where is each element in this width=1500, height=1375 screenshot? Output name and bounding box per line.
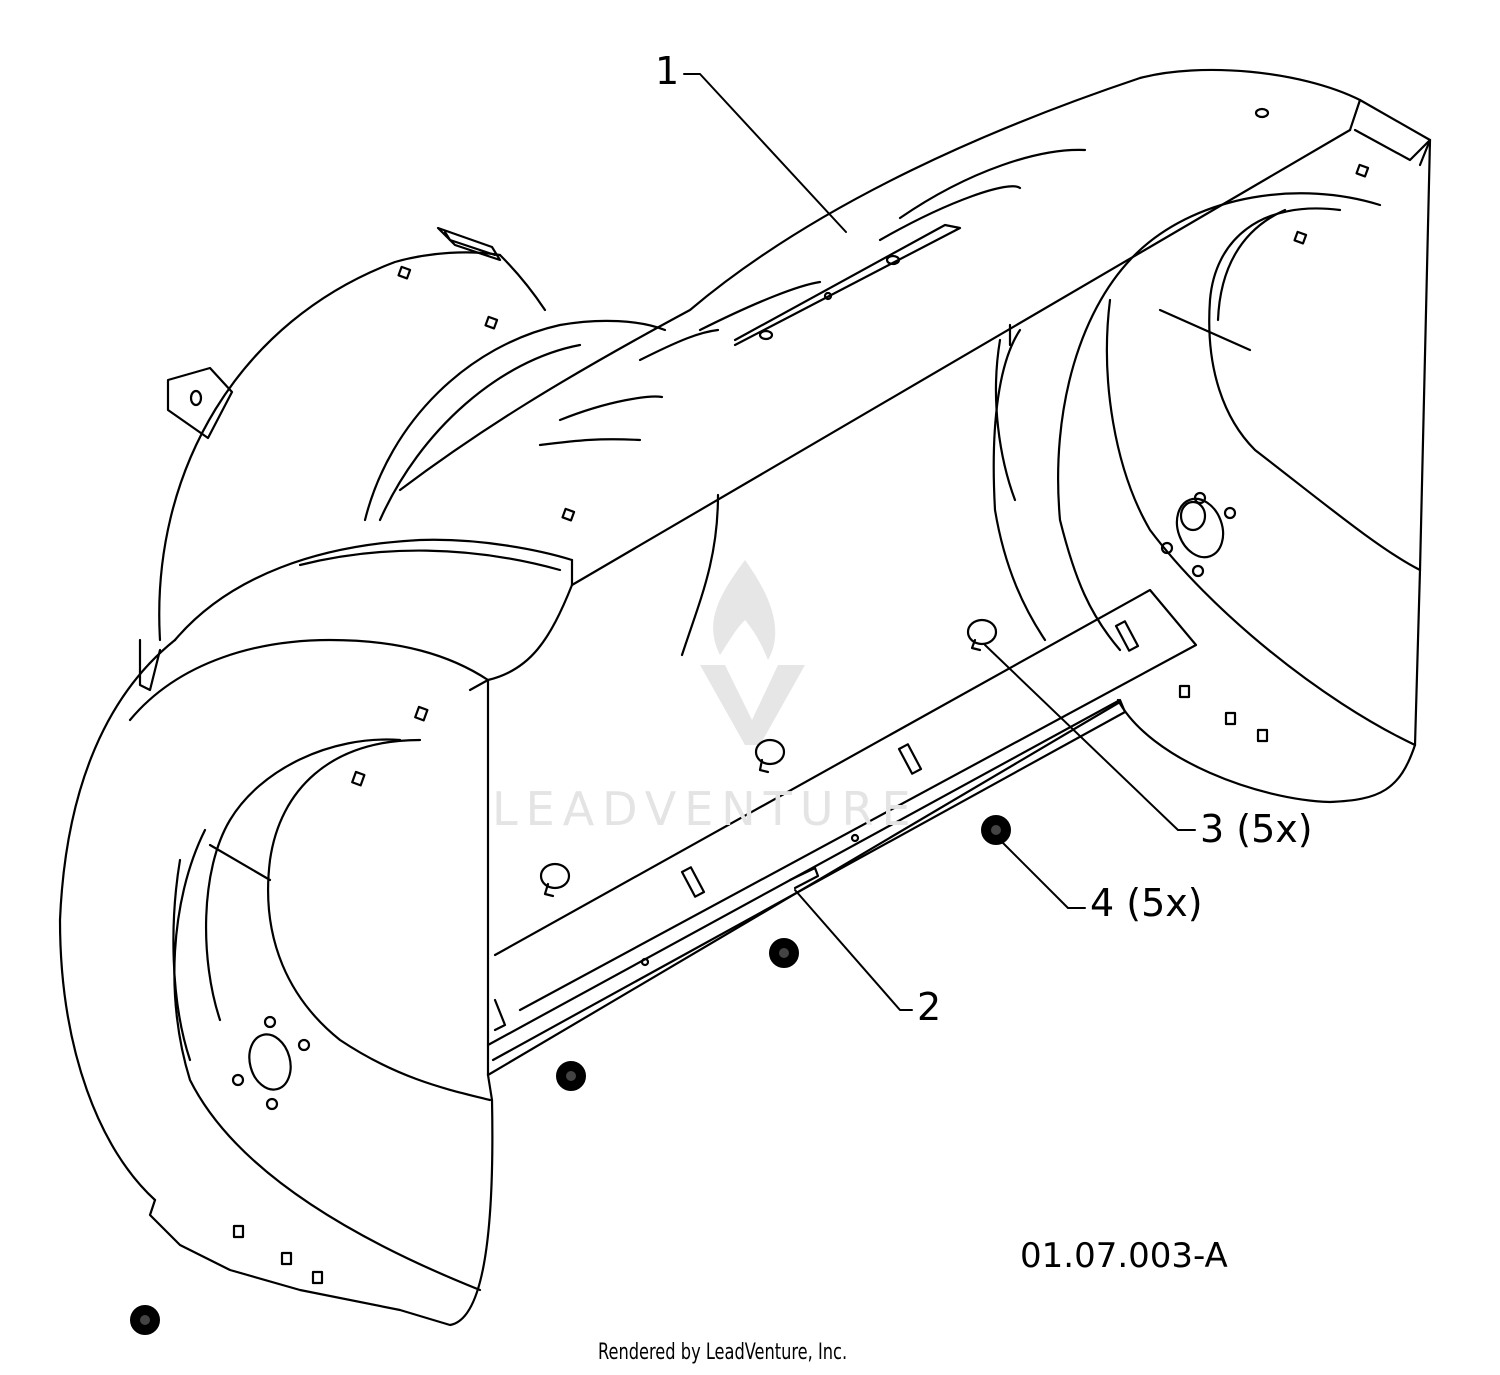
hex-nut bbox=[769, 938, 799, 968]
carriage-bolt bbox=[539, 862, 571, 898]
hex-nut bbox=[556, 1061, 586, 1091]
leadventure-logo-icon bbox=[700, 560, 805, 745]
callout-3: 3 (5x) bbox=[1200, 807, 1313, 851]
drawing-number: 01.07.003-A bbox=[1020, 1236, 1228, 1276]
top-sheet bbox=[173, 68, 1432, 692]
leader-lines bbox=[683, 73, 1196, 1011]
leader-line-2 bbox=[794, 889, 913, 1011]
right-end-plate bbox=[992, 138, 1432, 804]
callout-2: 2 bbox=[917, 985, 942, 1029]
carriage-bolt bbox=[754, 738, 786, 774]
render-credit: Rendered by LeadVenture, Inc. bbox=[598, 1340, 848, 1365]
hex-nut bbox=[981, 815, 1011, 845]
hex-nuts bbox=[130, 815, 1011, 1335]
watermark-text: LEADVENTURE bbox=[492, 782, 919, 836]
scraper-bar bbox=[486, 588, 1198, 1062]
carriage-bolts bbox=[539, 618, 998, 898]
left-drum-back bbox=[138, 226, 720, 692]
leader-line-4 bbox=[997, 837, 1086, 909]
left-end-plate bbox=[58, 638, 494, 1327]
leader-line-1 bbox=[683, 73, 847, 233]
callout-4: 4 (5x) bbox=[1090, 881, 1203, 925]
hex-nut bbox=[130, 1305, 160, 1335]
rear-wall bbox=[486, 323, 1122, 1077]
leader-line-3 bbox=[984, 644, 1196, 831]
callout-1: 1 bbox=[655, 49, 680, 93]
carriage-bolt bbox=[966, 618, 998, 652]
